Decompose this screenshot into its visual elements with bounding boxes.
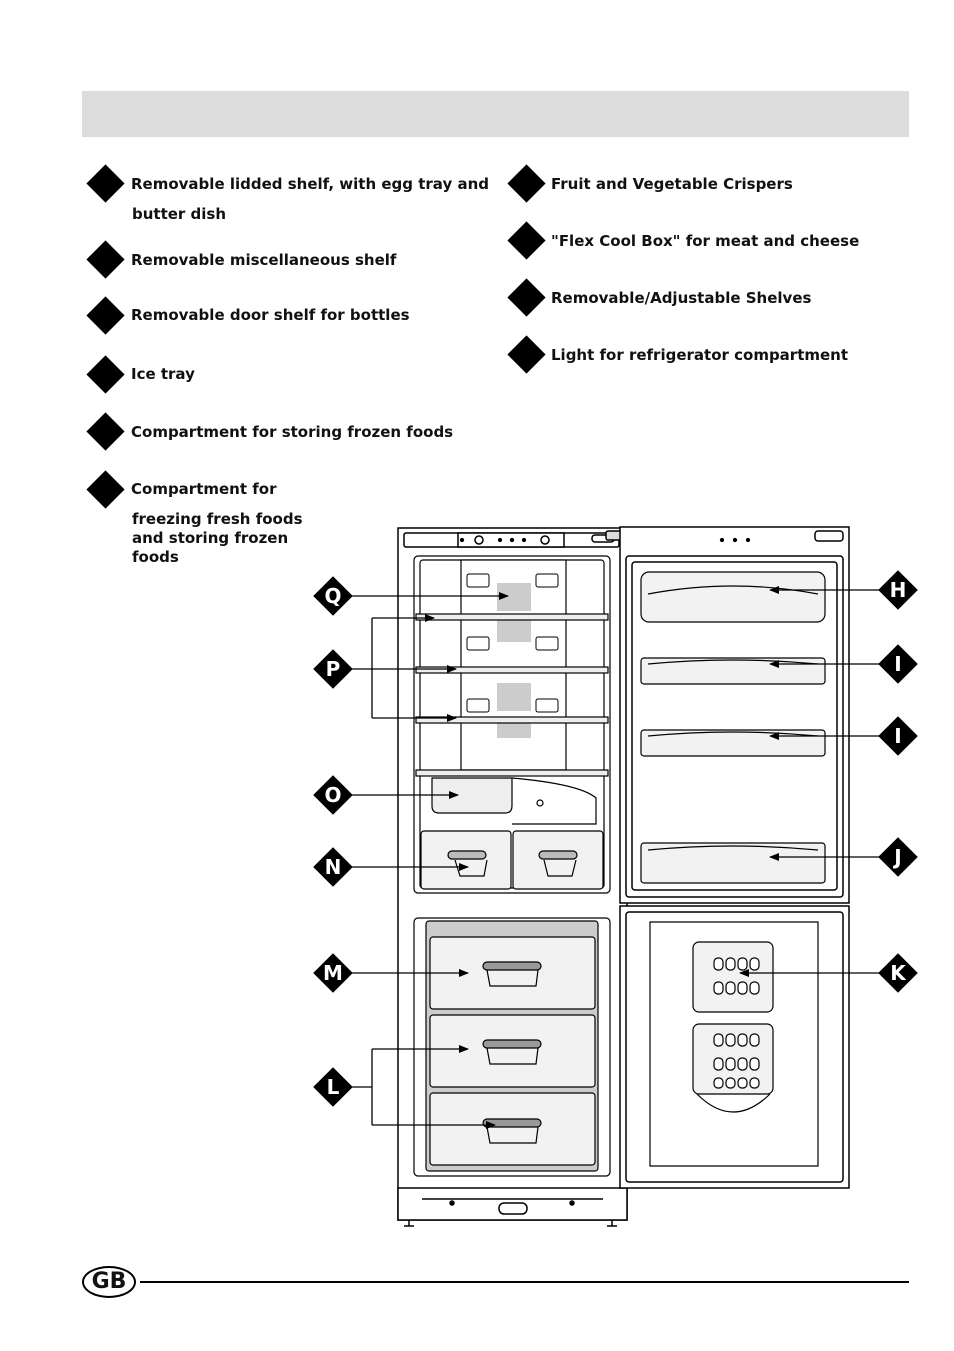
callout-lines (349, 586, 880, 1129)
callout-m: M (313, 953, 353, 993)
callout-label-i-lower: I (894, 724, 901, 748)
legend-left-3-line-1: Removable door shelf for bottles (131, 306, 410, 324)
callout-o: O (313, 775, 353, 815)
header-bar (82, 91, 909, 137)
legend-right-1-line-1: Fruit and Vegetable Crispers (551, 175, 793, 193)
legend-left-4-line-1: Ice tray (131, 365, 195, 383)
freezer-door (619, 905, 850, 1189)
callout-p: P (313, 649, 353, 689)
legend-left-2-line-1: Removable miscellaneous shelf (131, 251, 397, 269)
callout-label-q: Q (324, 584, 341, 608)
callout-n: N (313, 847, 353, 887)
legend-left-6-line-4: foods (132, 548, 179, 566)
country-badge: GB (82, 1266, 136, 1298)
callout-label-o: O (324, 783, 341, 807)
footer-rule (140, 1281, 909, 1283)
legend-left-1-line-1: Removable lidded shelf, with egg tray an… (131, 175, 489, 193)
legend-left-5-line-1: Compartment for storing frozen foods (131, 423, 454, 441)
legend-right-3-line-1: Removable/Adjustable Shelves (551, 289, 812, 307)
callout-label-h: H (890, 578, 907, 602)
freezer-compartment (413, 917, 611, 1177)
callout-label-j: J (892, 845, 901, 869)
callout-label-p: P (326, 657, 341, 681)
legend-left-6-line-2: freezing fresh foods (132, 510, 303, 528)
callout-label-m: M (323, 961, 343, 985)
legend-left-1-line-2: butter dish (132, 205, 227, 223)
legend-right-2-line-1: "Flex Cool Box" for meat and cheese (551, 232, 860, 250)
callout-label-i-upper: I (894, 652, 901, 676)
callout-markers: Q P O N M L H I (313, 570, 918, 1107)
callout-h: H (878, 570, 918, 610)
callout-q: Q (313, 576, 353, 616)
callout-l: L (313, 1067, 353, 1107)
legend-right-4-line-1: Light for refrigerator compartment (551, 346, 849, 364)
fridge-door (619, 526, 850, 904)
legend-left-6-line-1: Compartment for (131, 480, 277, 498)
callout-label-k: K (890, 961, 907, 985)
fridge-compartment (413, 555, 611, 894)
callout-j: J (878, 837, 918, 877)
callout-i-upper: I (878, 644, 918, 684)
callout-k: K (878, 953, 918, 993)
callout-label-n: N (325, 855, 342, 879)
callout-i-lower: I (878, 716, 918, 756)
callout-label-l: L (327, 1075, 340, 1099)
legend-left-6-line-3: and storing frozen (132, 529, 289, 547)
